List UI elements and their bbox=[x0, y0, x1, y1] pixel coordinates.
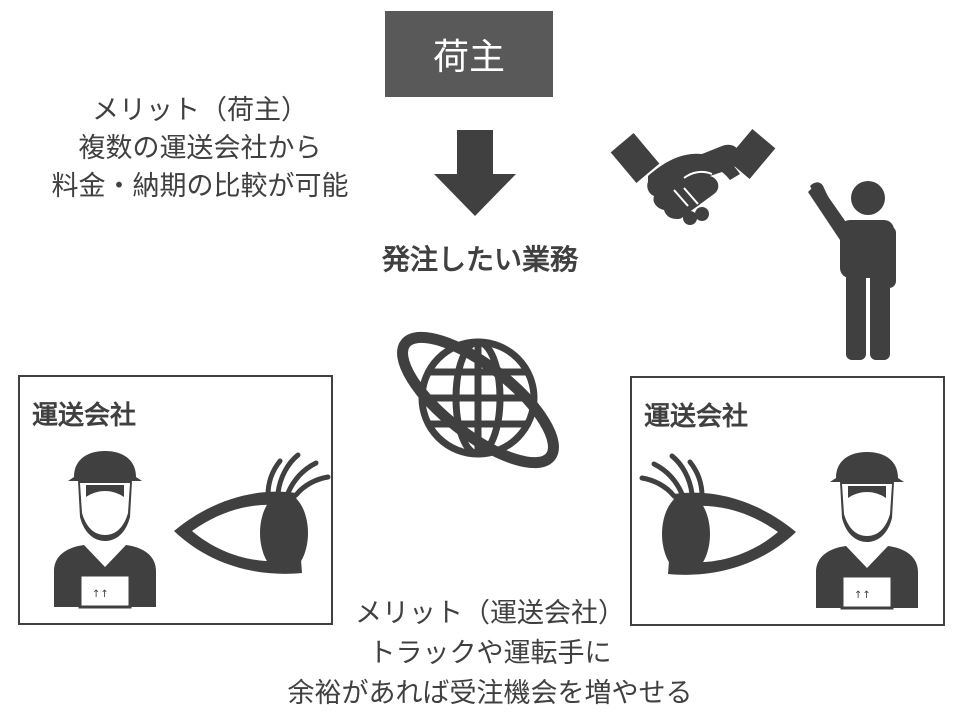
carrier-merit-line: 余裕があれば受注機会を増やせる bbox=[287, 678, 693, 709]
carrier-title: 運送会社 bbox=[644, 402, 749, 432]
person-raising-hand-icon bbox=[808, 181, 896, 360]
eye-icon bbox=[639, 453, 796, 575]
shipper-merit-line: メリット（荷主） bbox=[92, 95, 308, 126]
svg-text:↑↑: ↑↑ bbox=[854, 590, 871, 601]
svg-text:↑↑: ↑↑ bbox=[92, 589, 109, 600]
carrier-merit-text: メリット（運送会社） トラックや運転手に 余裕があれば受注機会を増やせる bbox=[230, 594, 750, 714]
shipper-merit-line: 料金・納期の比較が可能 bbox=[51, 171, 349, 202]
handshake-icon bbox=[610, 129, 776, 225]
shipper-merit-text: メリット（荷主） 複数の運送会社から 料金・納期の比較が可能 bbox=[10, 92, 390, 206]
eye-icon bbox=[174, 452, 331, 574]
carrier-merit-line: トラックや運転手に bbox=[368, 638, 612, 669]
order-label: 発注したい業務 bbox=[381, 243, 578, 276]
globe-icon bbox=[397, 331, 559, 469]
delivery-worker-icon: ↑↑ bbox=[54, 451, 156, 609]
delivery-worker-icon: ↑↑ bbox=[816, 452, 918, 610]
carrier-box-right: 運送会社 ↑↑ bbox=[630, 376, 945, 626]
carrier-title: 運送会社 bbox=[32, 401, 137, 431]
down-arrow-icon bbox=[434, 130, 516, 216]
shipper-merit-line: 複数の運送会社から bbox=[78, 133, 322, 164]
carrier-merit-line: メリット（運送会社） bbox=[355, 598, 625, 629]
carrier-box-left: 運送会社 ↑↑ bbox=[18, 375, 333, 625]
shipper-box: 荷主 bbox=[385, 11, 553, 97]
shipper-label: 荷主 bbox=[432, 37, 505, 78]
